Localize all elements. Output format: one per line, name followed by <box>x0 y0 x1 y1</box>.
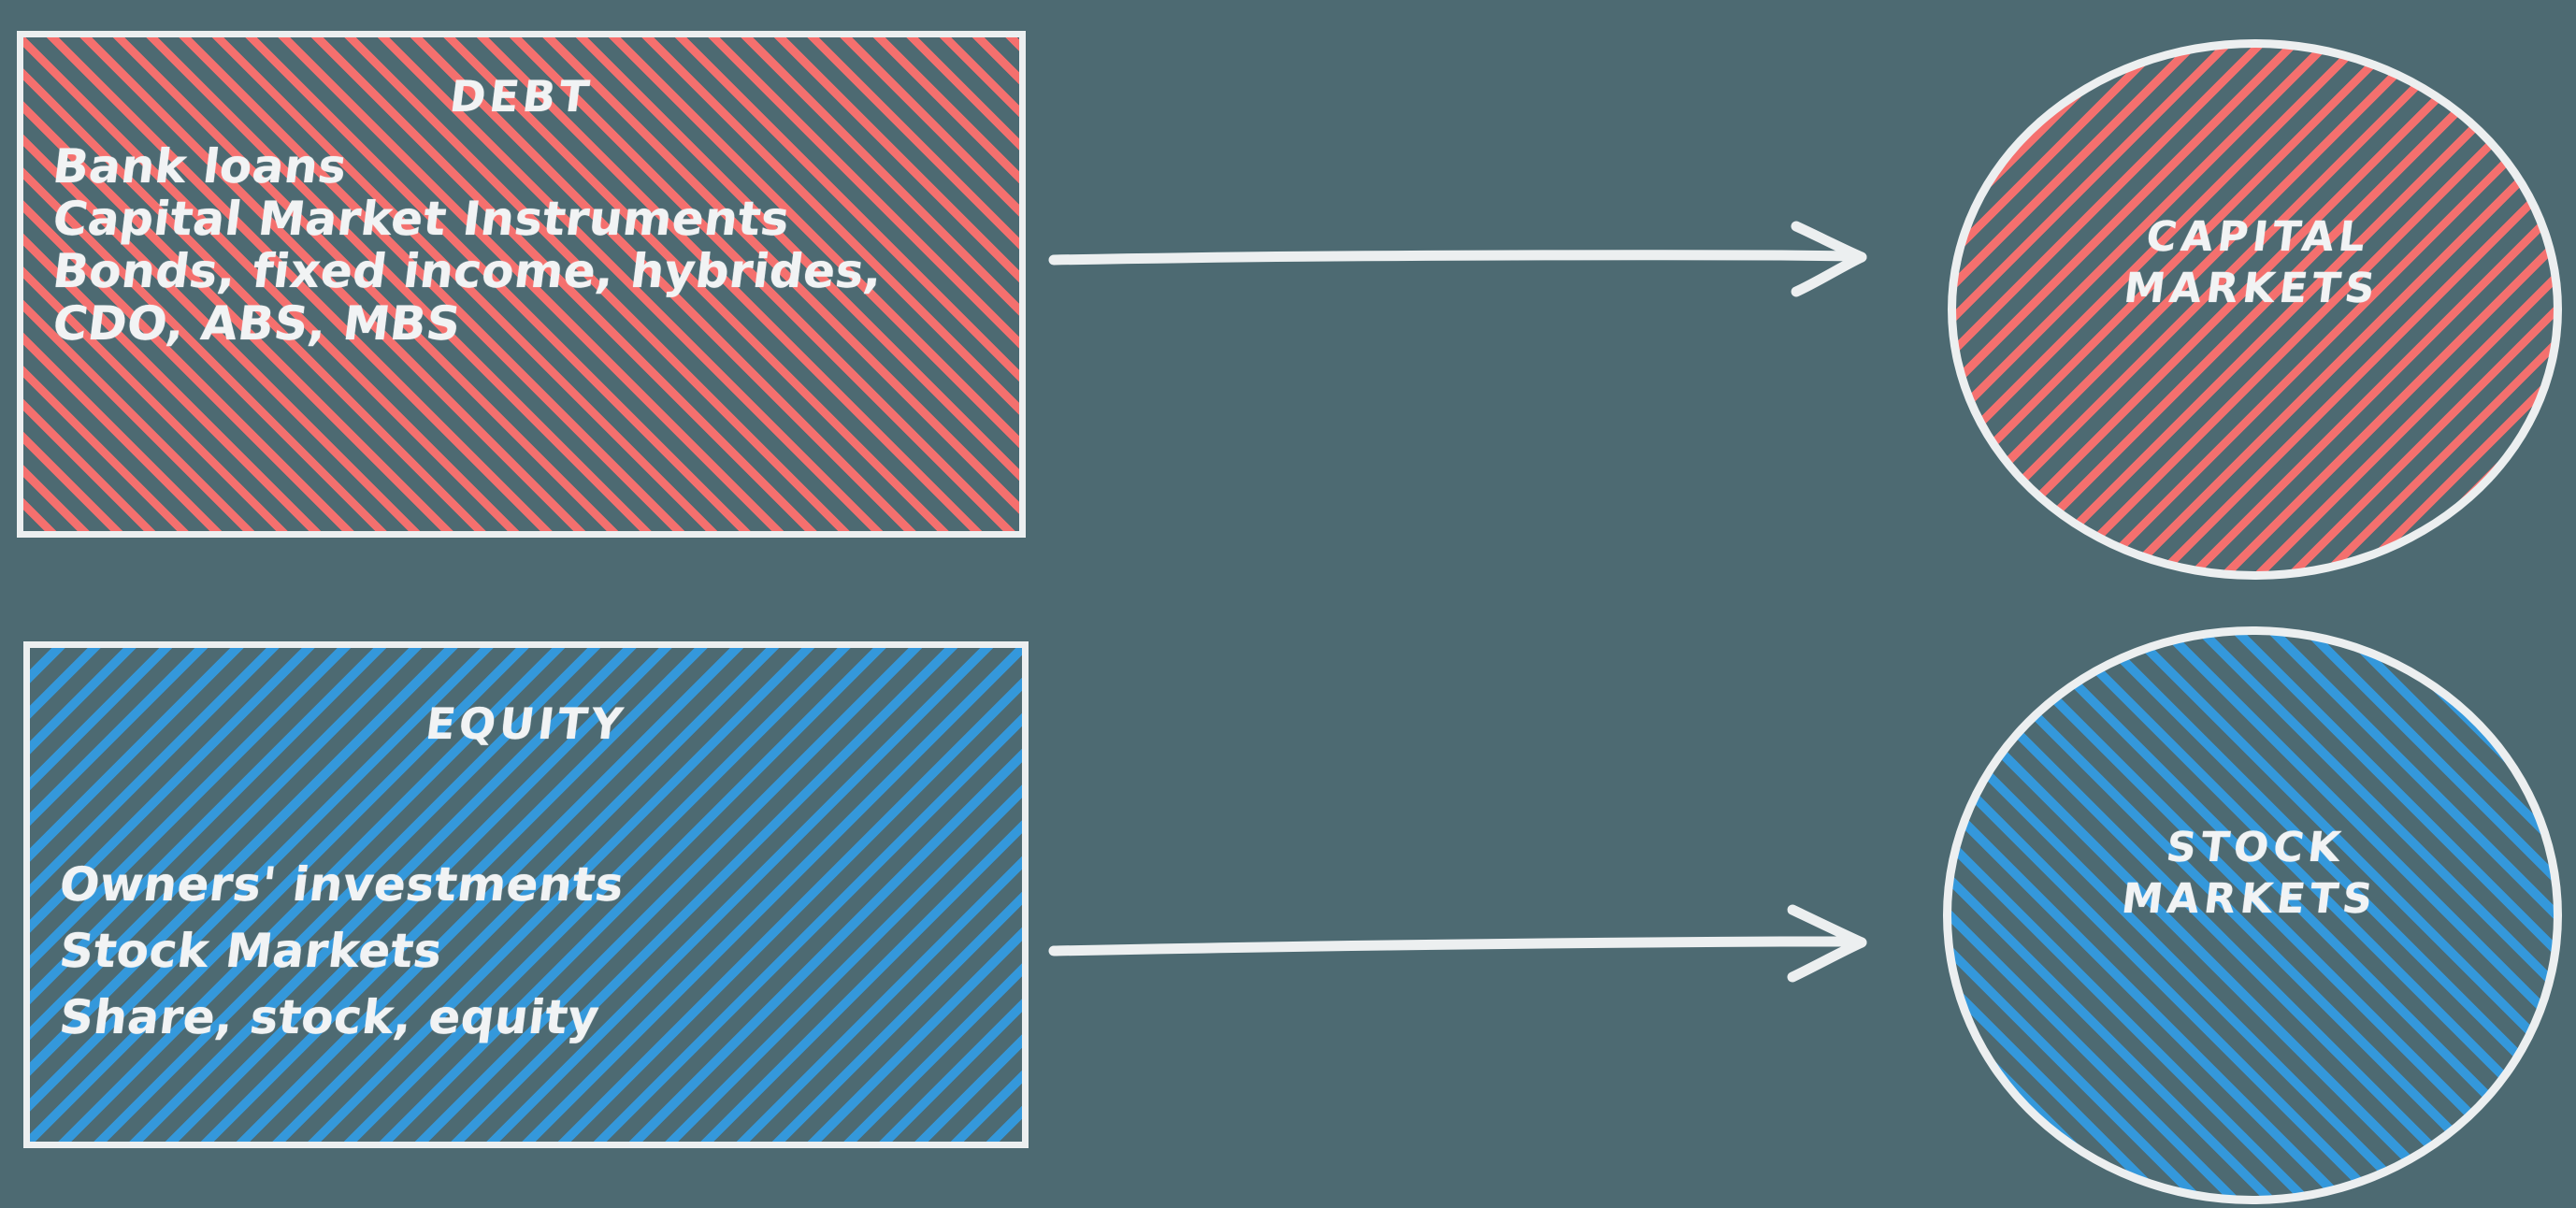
stock-markets-circle[interactable]: STOCK MARKETS <box>1943 626 2562 1204</box>
equity-box-item: Share, stock, equity <box>56 990 603 1044</box>
capital-markets-label: CAPITAL MARKETS <box>1956 211 2554 315</box>
stock-markets-label-line-1: STOCK <box>2164 824 2348 871</box>
stock-markets-label: STOCK MARKETS <box>1951 822 2554 926</box>
equity-box-item: Stock Markets <box>56 924 446 978</box>
capital-markets-label-line-2: MARKETS <box>2121 265 2382 313</box>
debt-box-item: Bonds, fixed income, hybrides, <box>50 244 886 298</box>
arrow-debt-to-capital-markets <box>1048 221 1867 297</box>
capital-markets-label-line-1: CAPITAL <box>2143 213 2373 261</box>
debt-box[interactable]: DEBT Bank loans Capital Market Instrumen… <box>17 31 1026 538</box>
equity-box-item: Owners' investments <box>56 857 627 912</box>
equity-box-title: EQUITY <box>423 698 629 749</box>
debt-box-item: CDO, ABS, MBS <box>50 296 465 351</box>
debt-box-item: Bank loans <box>50 139 351 194</box>
equity-box[interactable]: EQUITY Owners' investments Stock Markets… <box>23 641 1029 1148</box>
debt-box-item: Capital Market Instruments <box>50 192 793 246</box>
debt-box-item-list: Bank loans Capital Market Instruments Bo… <box>50 139 886 351</box>
stock-markets-label-line-2: MARKETS <box>2119 875 2381 924</box>
equity-box-item-list: Owners' investments Stock Markets Share,… <box>57 852 627 1051</box>
debt-box-title: DEBT <box>447 71 596 122</box>
capital-markets-circle[interactable]: CAPITAL MARKETS <box>1948 39 2562 580</box>
arrow-equity-to-stock-markets <box>1048 904 1867 983</box>
